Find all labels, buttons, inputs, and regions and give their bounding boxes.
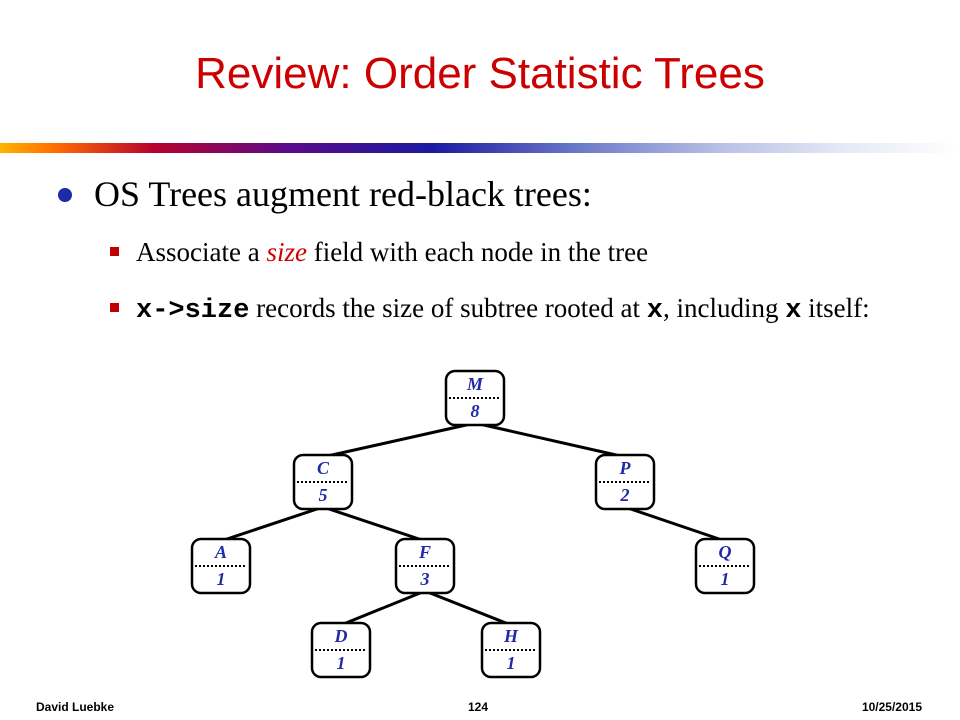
bullet-square-icon xyxy=(110,303,119,312)
sub-bullet-size-field: Associate a size field with each node in… xyxy=(110,234,648,270)
tree-node-size: 1 xyxy=(507,653,516,673)
tree-node-H: H1 xyxy=(480,621,542,679)
sub-bullet-x-size: x->size records the size of subtree root… xyxy=(110,290,870,329)
slide-title: Review: Order Statistic Trees xyxy=(195,49,765,98)
tree-node-key: D xyxy=(334,626,348,646)
bullet-level1: OS Trees augment red-black trees: xyxy=(58,172,592,216)
tree-node-F: F3 xyxy=(394,537,456,595)
tree-node-key: P xyxy=(619,458,632,478)
code-x: x xyxy=(646,296,663,326)
tree-node-size: 3 xyxy=(420,569,430,589)
tree-node-key: M xyxy=(466,374,484,394)
tree-node-size: 2 xyxy=(620,485,630,505)
tree-node-size: 5 xyxy=(319,485,328,505)
tree-edge-C-A xyxy=(220,505,324,543)
code-x-size: x->size xyxy=(136,296,250,326)
text-mid2: , including xyxy=(662,293,786,323)
footer-page-number: 124 xyxy=(468,700,489,714)
text-mid1: records the size of subtree rooted at xyxy=(249,293,647,323)
tree-node-A: A1 xyxy=(190,537,252,595)
tree-node-size: 1 xyxy=(217,569,226,589)
title-gradient-bar xyxy=(0,143,960,153)
tree-node-key: A xyxy=(214,542,227,562)
tree-node-C: C5 xyxy=(292,453,354,511)
text-prefix: Associate a xyxy=(136,237,267,267)
tree-node-Q: Q1 xyxy=(694,537,756,595)
tree-node-key: H xyxy=(503,626,519,646)
footer-date: 10/25/2015 xyxy=(861,700,922,714)
tree-node-P: P2 xyxy=(594,453,656,511)
code-x: x xyxy=(785,296,802,326)
tree-edge-P-Q xyxy=(624,505,726,543)
emphasis-size: size xyxy=(266,237,307,267)
tree-edge-F-H xyxy=(424,589,512,627)
text-suffix: field with each node in the tree xyxy=(306,237,649,267)
bullet-level1-text: OS Trees augment red-black trees: xyxy=(94,174,592,214)
tree-node-size: 8 xyxy=(471,401,480,421)
tree-node-D: D1 xyxy=(310,621,372,679)
tree-edge-F-D xyxy=(340,589,426,627)
sub-bullet-text: Associate a size field with each node in… xyxy=(136,234,648,270)
tree-node-size: 1 xyxy=(337,653,346,673)
footer-author: David Luebke xyxy=(36,700,115,714)
tree-edge-C-F xyxy=(322,505,426,543)
tree-edge-M-C xyxy=(322,421,476,459)
bullet-dot-icon xyxy=(58,188,72,202)
tree-node-size: 1 xyxy=(721,569,730,589)
tree-edge-M-P xyxy=(474,421,626,459)
sub-bullet-text: x->size records the size of subtree root… xyxy=(136,290,870,329)
text-suffix: itself: xyxy=(801,293,870,323)
tree-node-key: F xyxy=(418,542,431,562)
bullet-square-icon xyxy=(110,247,119,256)
tree-node-M: M8 xyxy=(444,369,506,427)
tree-node-key: C xyxy=(317,458,330,478)
tree-node-key: Q xyxy=(719,542,732,562)
